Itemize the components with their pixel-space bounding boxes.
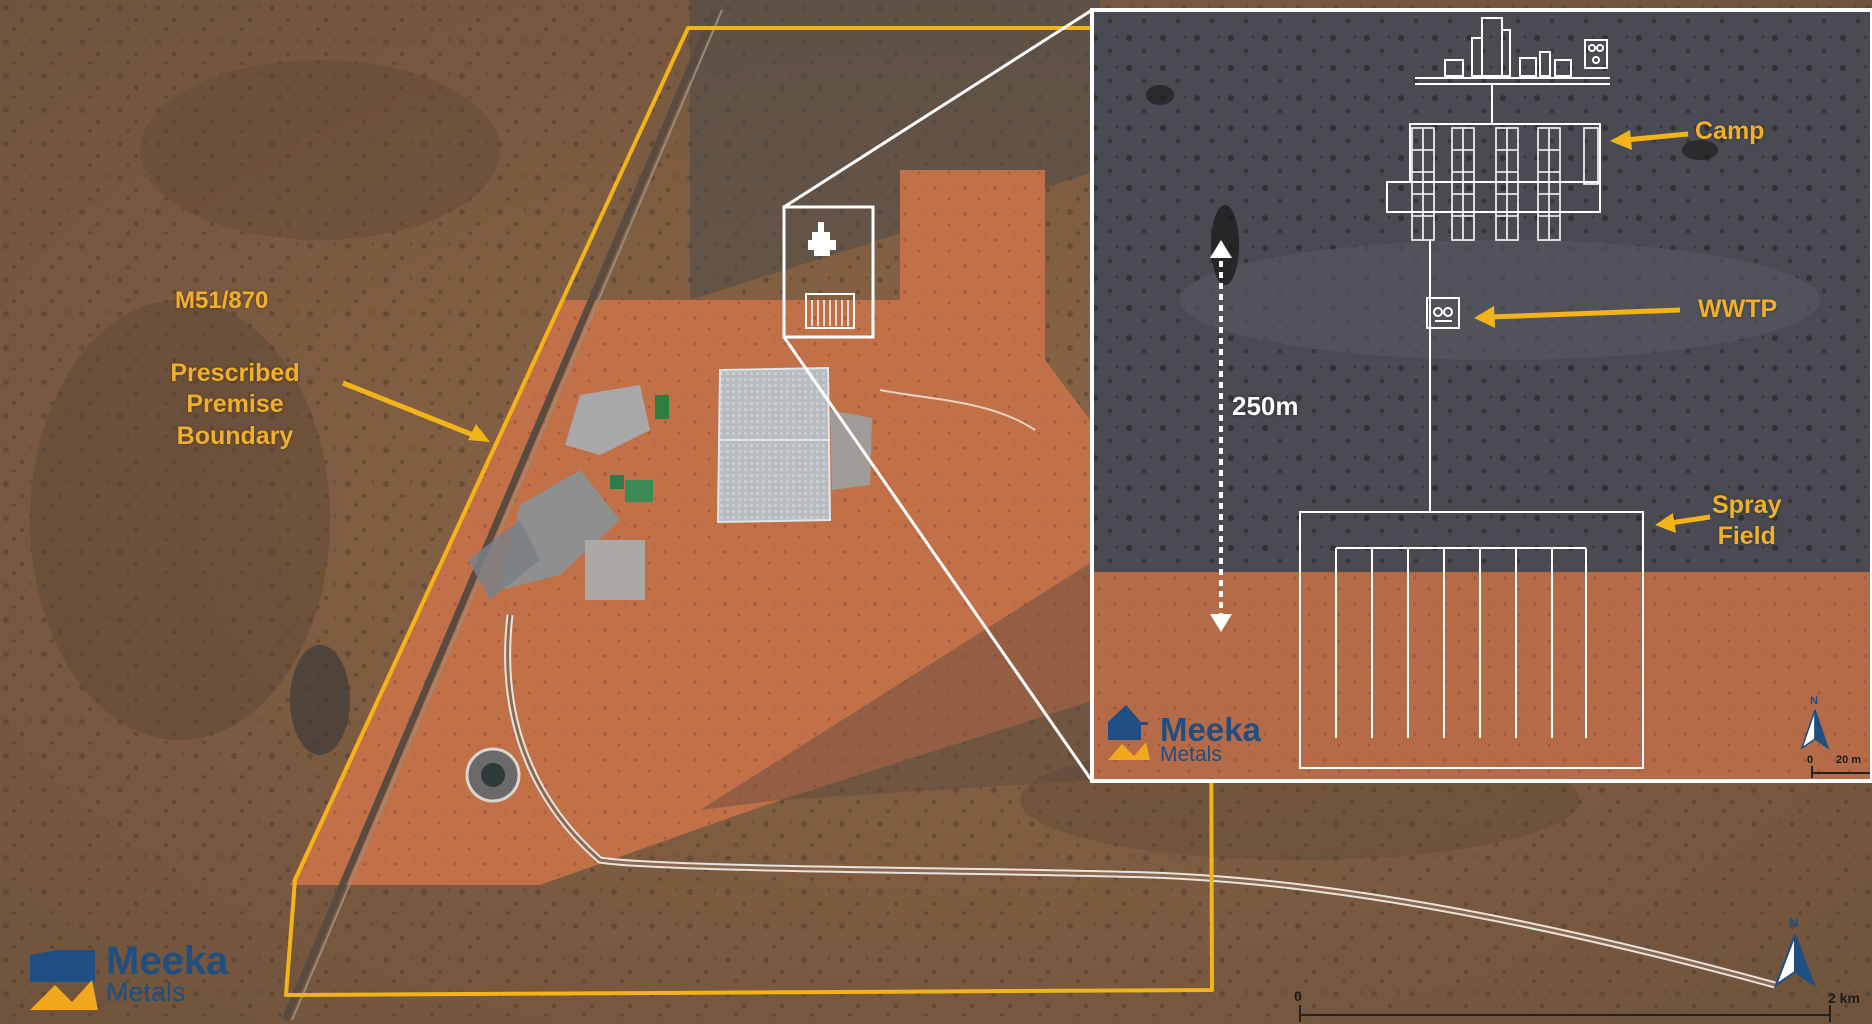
logo-mark-inset xyxy=(1108,705,1150,760)
wwtp-structure xyxy=(1426,297,1460,329)
inset-locator-box xyxy=(782,205,875,339)
wwtp-label: WWTP xyxy=(1698,295,1778,323)
distance-arrowhead-top xyxy=(1210,240,1232,258)
inset-border xyxy=(1090,8,1872,783)
tenement-label: M51/870 xyxy=(175,287,269,314)
distance-arrowhead-bottom xyxy=(1210,614,1232,632)
camp-leader-arrow xyxy=(1610,130,1689,150)
dark-clay-area xyxy=(690,0,1100,300)
logo-inset-text: Meeka Metals xyxy=(1160,711,1261,767)
stockpile-pad xyxy=(585,540,645,600)
dark-vegetation-patch xyxy=(140,60,500,240)
spray-field-laterals xyxy=(1335,547,1587,738)
logo-inset-sub: Metals xyxy=(1160,743,1222,767)
spray-field-mini xyxy=(805,293,855,329)
logo-inset-name: Meeka xyxy=(1160,711,1261,748)
evaporation-pond-small xyxy=(610,475,624,489)
inset-north-label: N xyxy=(1810,695,1818,707)
wwtp-leader-arrow xyxy=(1474,306,1681,328)
inset-north-arrow xyxy=(1800,709,1830,750)
inset-dark-clump xyxy=(1146,85,1174,105)
waste-dump xyxy=(830,410,872,490)
boundary-leader-line xyxy=(342,380,479,440)
highway-line xyxy=(291,9,723,1021)
water-pond xyxy=(655,395,669,419)
logo-main-sub: Metals xyxy=(106,977,186,1007)
logo-main-name: Meeka xyxy=(106,939,229,983)
spray-field-label: Spray Field xyxy=(1712,490,1781,553)
spray-field-label-line-2: Field xyxy=(1717,522,1776,551)
inset-panel xyxy=(1090,8,1872,783)
main-scale-start: 0 xyxy=(1294,988,1302,1004)
access-track xyxy=(879,389,1036,431)
open-pit-south xyxy=(468,520,540,600)
inset-dark-clump xyxy=(1211,205,1239,285)
camp-layout xyxy=(1386,17,1610,213)
inset-scale-start: 0 xyxy=(1807,754,1814,766)
inset-dark-clump xyxy=(1682,140,1718,160)
logo-main: Meeka Metals xyxy=(98,939,229,1007)
logo-inset: Meeka Metals xyxy=(1152,711,1261,767)
logo-main-text: Meeka Metals xyxy=(106,939,229,1007)
railway-line xyxy=(281,8,719,1022)
spray-field-outline xyxy=(1299,511,1644,769)
main-north-arrow xyxy=(1773,934,1817,988)
camp-label: Camp xyxy=(1695,117,1765,145)
evaporation-pond xyxy=(625,480,653,502)
inset-scale-end: 20 m xyxy=(1836,754,1862,766)
boundary-label-line-2: Premise xyxy=(186,390,284,419)
camp-mini xyxy=(808,222,836,256)
main-north-label: N xyxy=(1789,915,1799,930)
boundary-label-line-1: Prescribed xyxy=(170,359,300,387)
zoom-line-top xyxy=(783,8,1093,209)
spray-field-label-line-1: Spray xyxy=(1712,491,1782,519)
site-texture xyxy=(290,170,1095,885)
boundary-arrowhead xyxy=(468,424,490,442)
dark-vegetation-patch xyxy=(30,300,330,740)
logo-mark-main xyxy=(30,950,98,1010)
zoom-line-bottom xyxy=(782,336,1094,782)
dark-waterhole xyxy=(290,645,350,755)
boundary-label-line-3: Boundary xyxy=(176,421,294,450)
pit-water xyxy=(481,763,505,787)
inset-drainage-band xyxy=(1180,240,1820,360)
shaded-area xyxy=(700,560,1095,810)
camp-accommodation-blocks xyxy=(1411,127,1599,241)
boundary-label: Prescribed Premise Boundary xyxy=(150,358,320,452)
spray-field-mini-lines xyxy=(811,300,849,326)
spray-field-leader-arrow xyxy=(1655,513,1711,533)
tailings-storage-facility xyxy=(716,366,832,524)
pipeline-corridor-inner xyxy=(506,614,1776,987)
processing-area xyxy=(565,385,650,455)
distance-label: 250m xyxy=(1232,391,1299,421)
main-scale-end: 2 km xyxy=(1828,990,1860,1006)
